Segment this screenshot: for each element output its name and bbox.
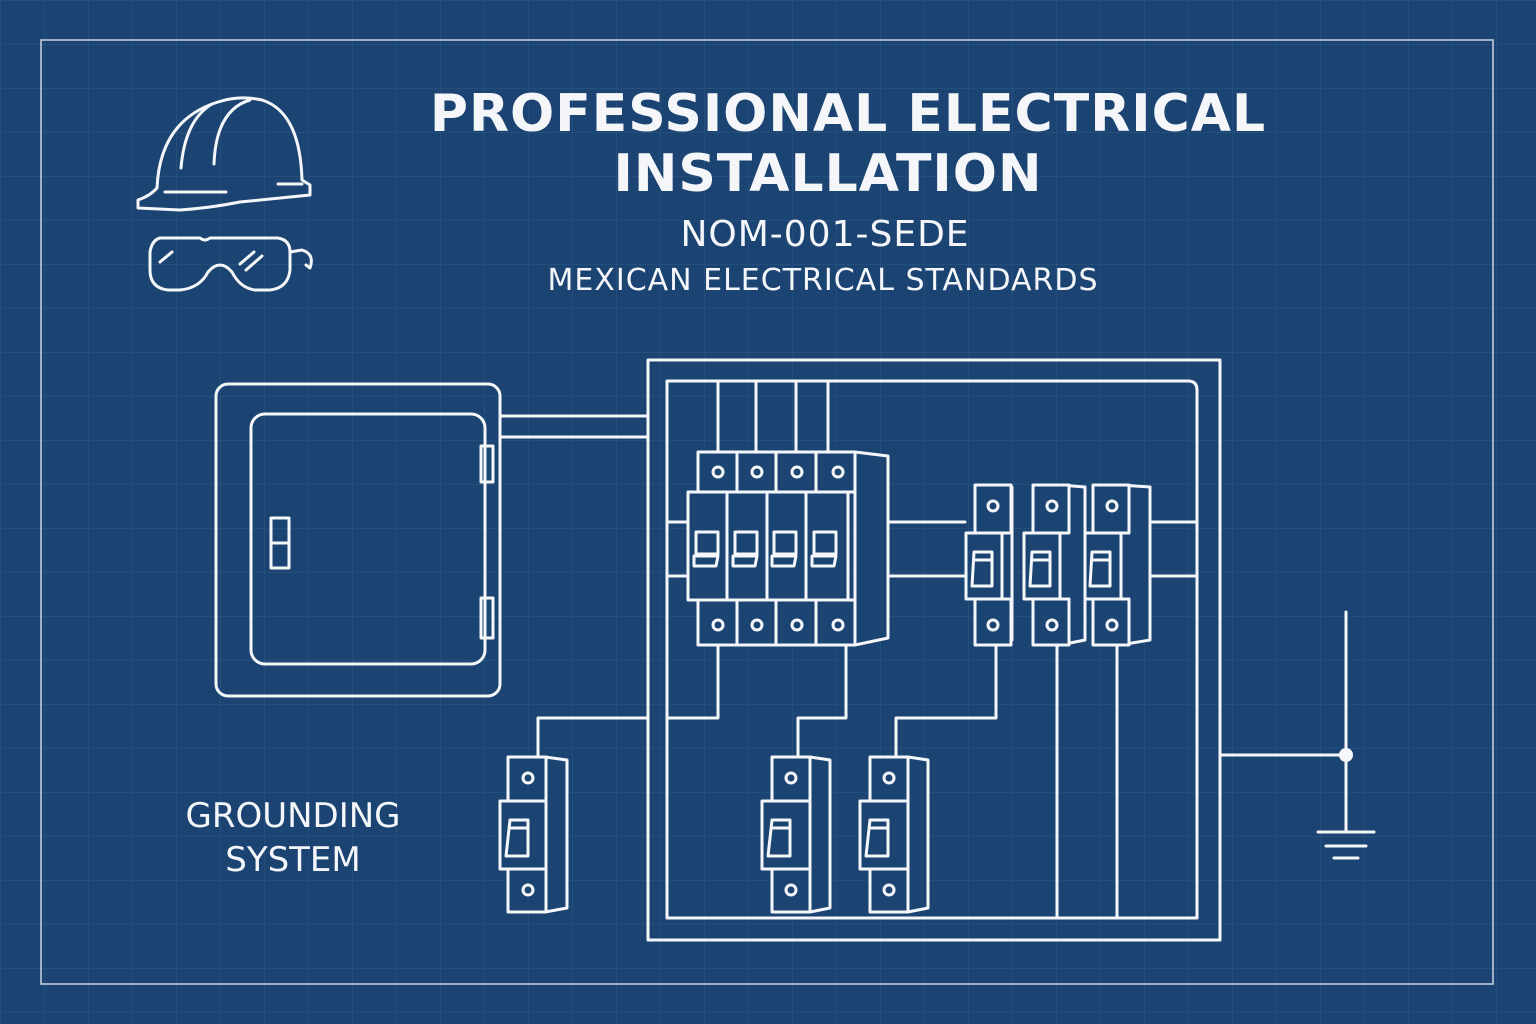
four-pole-breaker xyxy=(686,450,890,647)
bottom-breaker-left xyxy=(498,755,569,914)
bottom-breaker-middle xyxy=(760,755,832,914)
single-pole-breakers xyxy=(964,483,1152,647)
title-line-2: INSTALLATION xyxy=(613,144,1043,204)
standard-description: MEXICAN ELECTRICAL STANDARDS xyxy=(547,263,1099,298)
grounding-label-line-2: SYSTEM xyxy=(225,840,361,880)
hard-hat-icon xyxy=(136,96,312,212)
ground-symbol-icon xyxy=(1316,830,1376,860)
breaker-1 xyxy=(964,483,1014,647)
distribution-panel xyxy=(536,358,1348,942)
ground-junction-dot xyxy=(1339,748,1353,762)
breaker-3 xyxy=(1083,483,1152,647)
breaker-2 xyxy=(1022,483,1087,647)
grounding-label-line-1: GROUNDING xyxy=(185,796,401,836)
enclosure-cabinet xyxy=(214,382,650,698)
title-line-1: PROFESSIONAL ELECTRICAL xyxy=(429,84,1267,144)
border-frame xyxy=(40,39,1494,985)
safety-glasses-icon xyxy=(148,236,313,292)
standard-code: NOM-001-SEDE xyxy=(680,214,970,255)
bottom-breaker-right xyxy=(858,755,930,914)
